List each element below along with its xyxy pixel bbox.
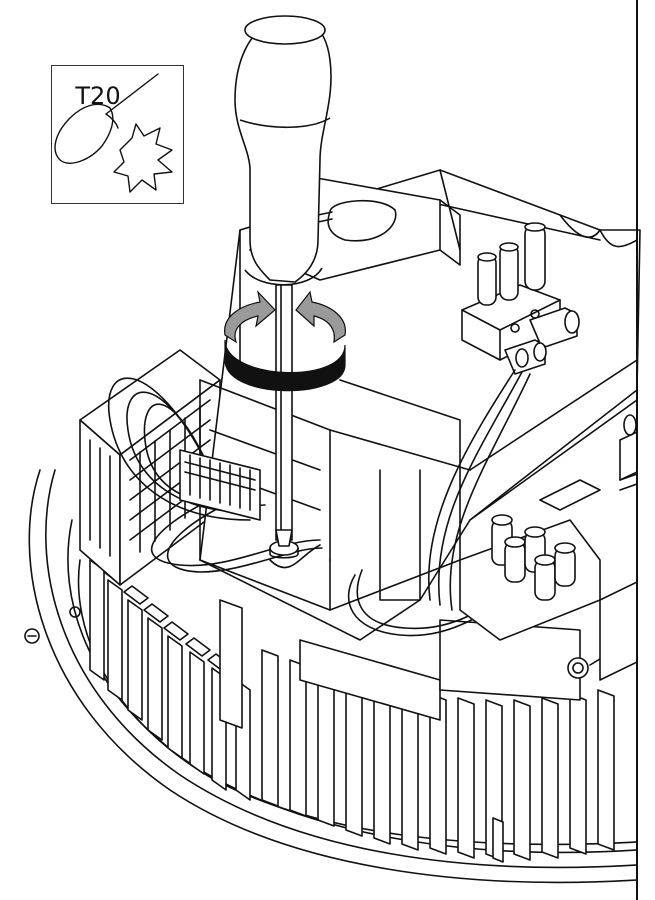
terminal-block-lower [459, 514, 638, 679]
driver-terminal-block [179, 449, 261, 521]
rotation-arrow-icon [224, 290, 346, 392]
torx-screwdriver [234, 15, 332, 547]
left-grid-block [79, 349, 221, 586]
front-cooling-fins [219, 599, 615, 863]
tool-icon-box [51, 65, 184, 204]
terminal-connector-top [461, 222, 580, 375]
screwdriver-icon [54, 73, 173, 193]
right-side-components [539, 414, 638, 681]
page-edge-rule [636, 0, 638, 900]
tool-size-label: T20 [75, 82, 121, 110]
